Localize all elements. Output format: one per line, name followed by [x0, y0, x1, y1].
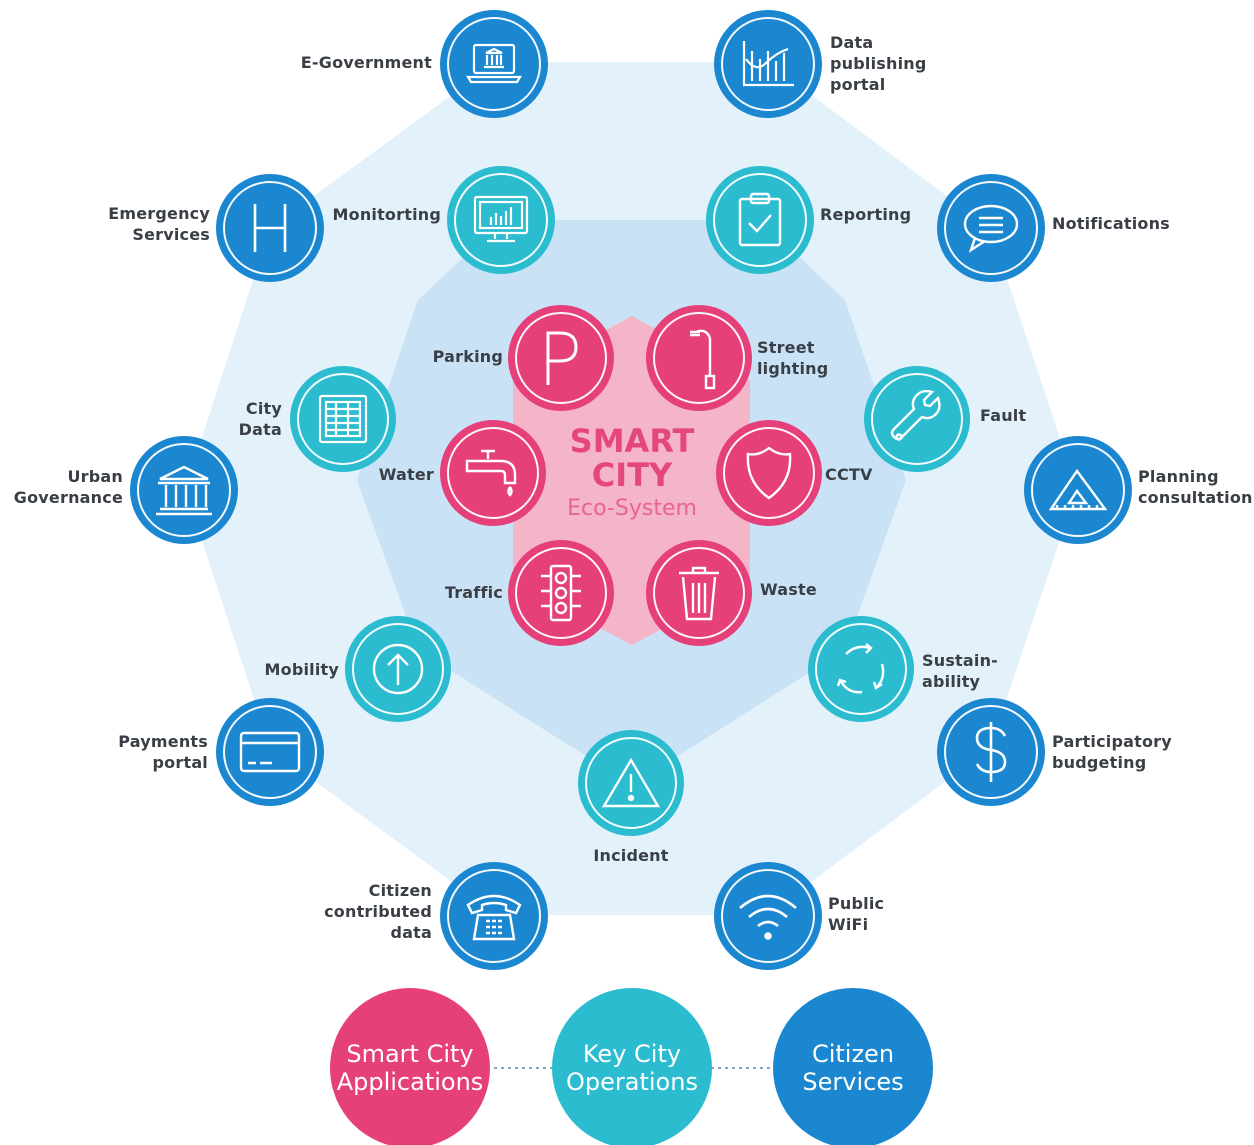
notifications-node	[937, 174, 1045, 282]
data-publishing-portal-node	[714, 10, 822, 118]
traffic-node	[508, 540, 614, 646]
laptop-government-icon	[466, 43, 522, 84]
incident-node	[578, 730, 684, 836]
clipboard-icon	[738, 192, 782, 247]
planning-consultation-label: Planning consultation	[1138, 467, 1253, 507]
citizen-contributed-data-node	[440, 862, 548, 970]
cctv-label: CCTV	[825, 465, 873, 484]
public-wifi-label: Public WiFi	[828, 894, 885, 934]
reporting-node	[706, 166, 814, 274]
chart-icon	[742, 41, 794, 87]
street-light-icon	[690, 329, 716, 390]
city-data-label: City Data	[238, 399, 282, 439]
participatory-budgeting-node	[937, 698, 1045, 806]
set-square-icon	[1048, 468, 1108, 511]
hospital-icon	[253, 204, 287, 252]
citizen-contributed-data-label: Citizen contributed data	[324, 881, 432, 942]
monitoring-node	[447, 166, 555, 274]
city-data-node	[290, 366, 396, 472]
public-wifi-node	[714, 862, 822, 970]
telephone-icon	[466, 894, 522, 941]
waste-node	[646, 540, 752, 646]
payments-portal-node	[216, 698, 324, 806]
parking-node	[508, 305, 614, 411]
mobility-node	[345, 616, 451, 722]
legend-key-city-operations: Key City Operations	[552, 988, 712, 1145]
traffic-light-icon	[541, 564, 581, 622]
center-subtitle: Eco-System	[567, 496, 697, 521]
payments-portal-label: Payments portal	[118, 732, 208, 772]
street-lighting-label: Street lighting	[757, 338, 829, 378]
recycle-icon	[836, 643, 885, 694]
legend-citizen-services: Citizen Services	[773, 988, 933, 1145]
government-building-icon	[156, 465, 212, 516]
data-publishing-portal-label: Data publishing portal	[830, 33, 927, 94]
fault-node	[864, 366, 970, 472]
dollar-icon	[975, 722, 1007, 782]
e-government-node	[440, 10, 548, 118]
water-node	[440, 420, 546, 526]
emergency-services-label: Emergency Services	[108, 204, 210, 244]
warning-icon	[601, 757, 661, 808]
notifications-label: Notifications	[1052, 214, 1170, 233]
center-title: SMART CITY	[569, 422, 695, 494]
street-lighting-node	[646, 305, 752, 411]
water-label: Water	[378, 465, 434, 484]
legend-smart-city-applications: Smart City Applications	[330, 988, 490, 1145]
fault-label: Fault	[980, 406, 1027, 425]
sustainability-label: Sustain- ability	[922, 651, 998, 691]
traffic-label: Traffic	[444, 583, 503, 602]
reporting-label: Reporting	[820, 205, 912, 224]
monitoring-label: Monitorting	[332, 205, 441, 224]
planning-consultation-node	[1024, 436, 1132, 544]
wrench-icon	[890, 390, 941, 441]
credit-card-icon	[239, 731, 301, 773]
e-government-label: E-Government	[300, 53, 432, 72]
parking-label: Parking	[432, 347, 503, 366]
speech-bubble-icon	[963, 204, 1019, 253]
trash-bin-icon	[679, 566, 719, 621]
tap-icon	[465, 449, 517, 497]
mobility-label: Mobility	[264, 660, 339, 679]
shield-icon	[746, 446, 792, 500]
arrow-up-icon	[372, 643, 424, 695]
urban-governance-label: Urban Governance	[13, 467, 123, 507]
sustainability-node	[808, 616, 914, 722]
incident-label: Incident	[593, 846, 669, 865]
waste-label: Waste	[760, 580, 817, 599]
wifi-icon	[739, 894, 797, 940]
participatory-budgeting-label: Participatory budgeting	[1052, 732, 1172, 772]
monitor-icon	[473, 195, 529, 243]
emergency-services-node	[216, 174, 324, 282]
parking-icon	[546, 331, 578, 385]
urban-governance-node	[130, 436, 238, 544]
cctv-node	[716, 420, 822, 526]
spreadsheet-icon	[318, 394, 368, 444]
